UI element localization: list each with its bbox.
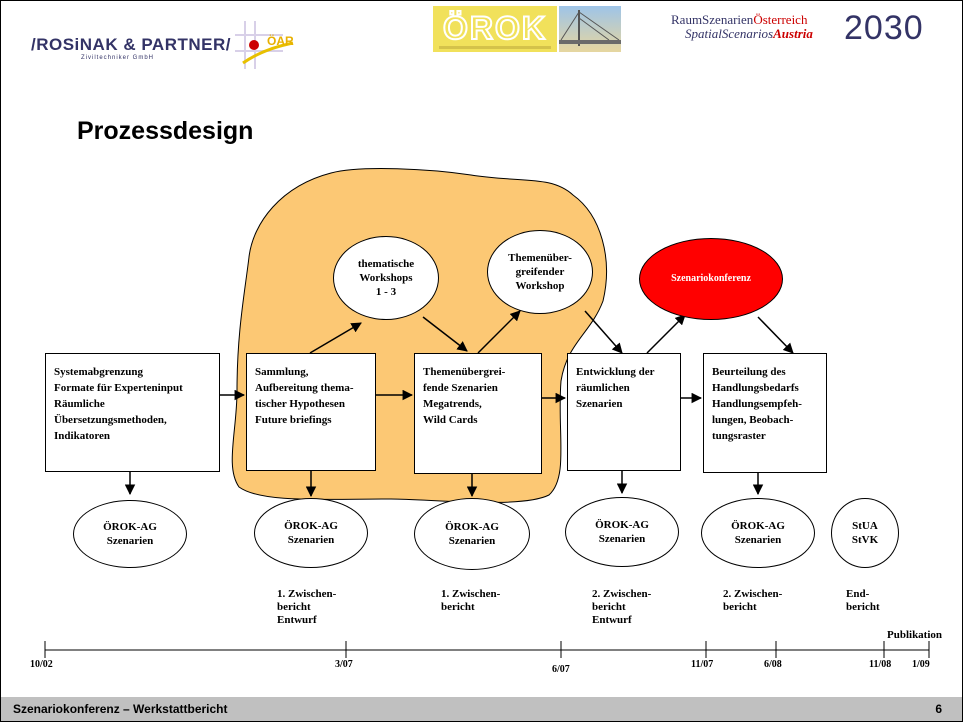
ellipse-orok-ag-3: ÖROK-AG Szenarien [414, 498, 530, 570]
ellipse-stua-stvk: StUA StVK [831, 498, 899, 568]
ellipse-szenariokonferenz: Szenariokonferenz [639, 238, 783, 320]
year-2030: 2030 [844, 9, 924, 47]
page-number: 6 [935, 702, 942, 716]
timeline-ticks [44, 641, 930, 658]
orok-logo-graphic: ÖROK [439, 9, 551, 49]
oesterreich-text: Österreich [753, 12, 808, 27]
ellipse-orok-ag-5: ÖROK-AG Szenarien [701, 498, 815, 568]
report-label-publikation: Publikation [887, 629, 943, 641]
report-label-3: 2. Zwischen- bericht Entwurf [592, 588, 652, 626]
raumszenarien-text: RaumSzenarien [671, 12, 754, 27]
arrow-workshop2-to-entwicklung [584, 310, 623, 354]
oar-logo: ÖAR [233, 19, 307, 71]
bridge-graphic [559, 10, 621, 46]
box-themenuebergreifende-szenarien: Themenübergrei- fende Szenarien Megatren… [414, 353, 542, 474]
timeline-label-1107: 11/07 [691, 659, 714, 670]
page-title: Prozessdesign [77, 117, 254, 145]
rosinak-logo-text: /ROSiNAK & PARTNER/ [31, 35, 231, 54]
box-sammlung: Sammlung, Aufbereitung thema- tischer Hy… [246, 353, 376, 471]
orok-logo-text: ÖROK [443, 10, 547, 46]
ellipse-orok-ag-4: ÖROK-AG Szenarien [565, 497, 679, 567]
arrow-entwicklung-to-konferenz [646, 314, 686, 354]
raumszenarien-logo: RaumSzenarienÖsterreich SpatialScenarios… [671, 13, 813, 41]
box-entwicklung: Entwicklung der räumlichen Szenarien [567, 353, 681, 471]
oar-logo-text: ÖAR [267, 33, 294, 48]
austria-text: Austria [773, 26, 813, 41]
footer-bar: Szenariokonferenz – Werkstattbericht 6 [1, 697, 962, 721]
report-label-1: 1. Zwischen- bericht Entwurf [277, 588, 337, 626]
arrow-konferenz-to-beurteilung [757, 316, 794, 354]
ellipse-orok-ag-2: ÖROK-AG Szenarien [254, 498, 368, 568]
rosinak-logo-subtext: Ziviltechniker GmbH [81, 55, 155, 61]
timeline-label-307: 3/07 [335, 659, 353, 670]
orok-logo: ÖROK [433, 6, 557, 52]
report-label-2: 1. Zwischen- bericht [441, 588, 501, 613]
footer-title: Szenariokonferenz – Werkstattbericht [13, 702, 228, 716]
arrow-themen-to-workshop2 [477, 310, 521, 354]
timeline-label-608: 6/08 [764, 659, 782, 670]
ellipse-thematische-workshops: thematische Workshops 1 - 3 [333, 236, 439, 320]
timeline-label-1108: 11/08 [869, 659, 892, 670]
arrow-workshops-to-themen [422, 316, 468, 352]
spatial-text: Spatial [685, 26, 722, 41]
timeline-label-109: 1/09 [912, 659, 930, 670]
bridge-image [559, 6, 621, 52]
year-text: 2030 [844, 9, 924, 47]
ellipse-themenuebergreifender-workshop: Themenüber- greifender Workshop [487, 230, 593, 314]
rosinak-logo: /ROSiNAK & PARTNER/ Ziviltechniker GmbH [31, 35, 231, 61]
report-label-4: 2. Zwischen- bericht [723, 588, 783, 613]
timeline-label-607: 6/07 [552, 664, 570, 675]
oar-logo-graphic: ÖAR [233, 19, 307, 71]
box-systemabgrenzung: Systemabgrenzung Formate für Experteninp… [45, 353, 220, 472]
box-beurteilung: Beurteilung des Handlungsbedarfs Handlun… [703, 353, 827, 473]
timeline-label-1002: 10/02 [30, 659, 53, 670]
report-label-5: End- bericht [846, 588, 880, 613]
scenarios-text: Scenarios [721, 26, 774, 41]
ellipse-orok-ag-1: ÖROK-AG Szenarien [73, 500, 187, 568]
arrow-sammlung-to-workshops [309, 322, 362, 354]
